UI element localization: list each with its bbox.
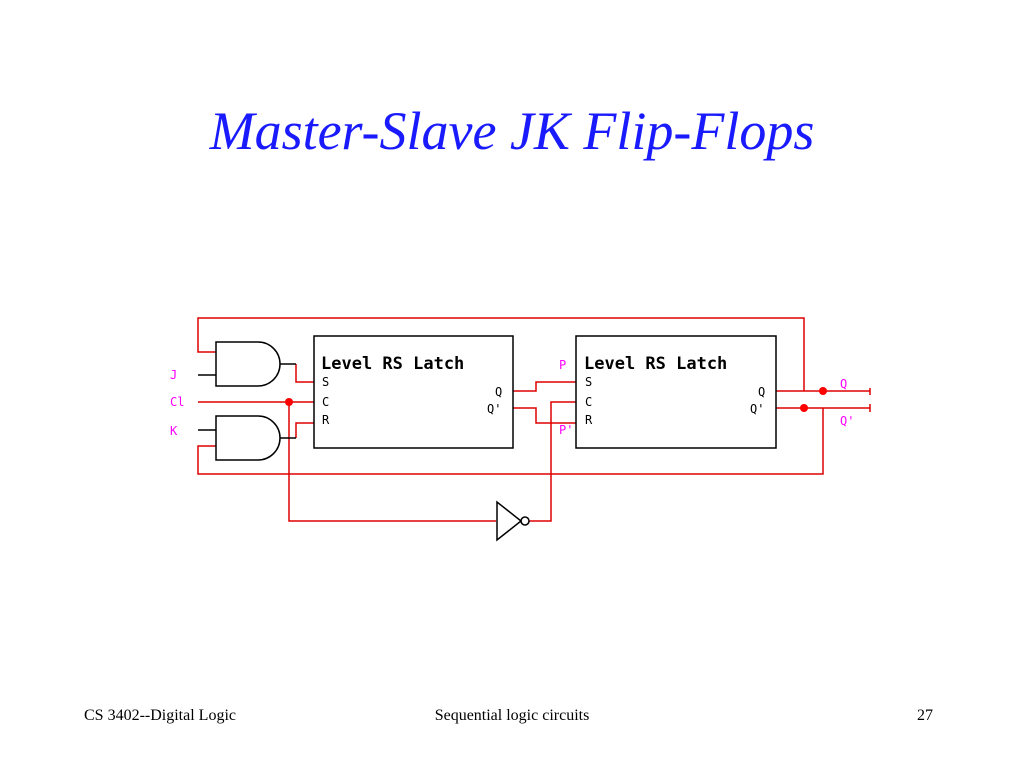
output-label-qbar: Q' <box>840 414 854 428</box>
footer-course: CS 3402--Digital Logic <box>84 707 236 724</box>
footer-page-number: 27 <box>917 707 933 724</box>
slave-pins: S C R Q Q' <box>585 375 765 427</box>
q-junction-dot <box>819 387 827 395</box>
input-label-j: J <box>170 368 177 382</box>
slide-title: Master-Slave JK Flip-Flops <box>209 101 815 161</box>
input-label-k: K <box>170 424 178 438</box>
master-pin-s: S <box>322 375 329 389</box>
master-pins: S C R Q Q' <box>322 375 502 427</box>
footer-topic: Sequential logic circuits <box>434 707 590 724</box>
qbar-junction-dot <box>800 404 808 412</box>
inverter-bubble <box>520 516 530 526</box>
output-label-q: Q <box>840 377 847 391</box>
clock-junction-dot <box>285 398 293 406</box>
junction-dots <box>285 387 827 412</box>
slave-latch-box <box>575 335 777 449</box>
slave-pin-c: C <box>585 395 592 409</box>
slave-latch-label: Level RS Latch <box>584 354 727 374</box>
signal-labels: J Cl K P P' Q Q' <box>170 358 854 438</box>
and-gate-j-shape <box>215 341 281 387</box>
and-gate-k-shape <box>215 415 281 461</box>
master-pin-q: Q <box>495 385 502 399</box>
signal-label-p: P <box>559 358 566 372</box>
master-latch-box <box>313 335 514 449</box>
slave-pin-r: R <box>585 413 593 427</box>
master-pin-r: R <box>322 413 330 427</box>
master-pin-qbar: Q' <box>487 402 501 416</box>
master-pin-c: C <box>322 395 329 409</box>
slave-pin-qbar: Q' <box>750 402 764 416</box>
gates <box>198 341 530 542</box>
slave-pin-q: Q <box>758 385 765 399</box>
master-latch-label: Level RS Latch <box>321 354 464 374</box>
signal-label-pbar: P' <box>559 423 573 437</box>
input-label-cl: Cl <box>170 395 184 409</box>
inverter-shape <box>496 500 523 542</box>
slave-pin-s: S <box>585 375 592 389</box>
